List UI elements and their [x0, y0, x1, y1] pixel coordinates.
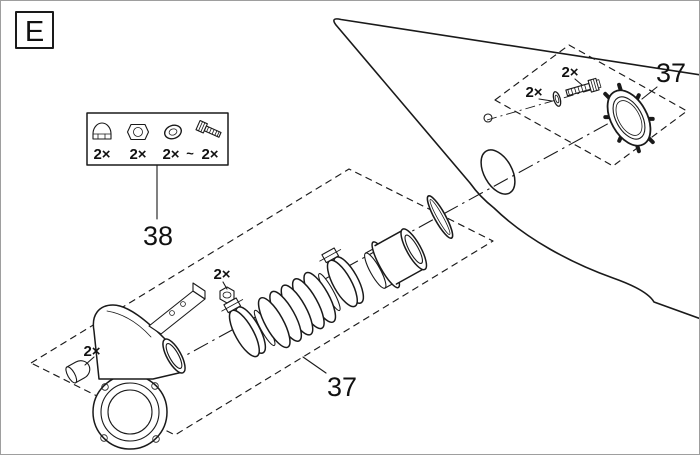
mounting-bracket	[148, 282, 206, 335]
hardware-box	[86, 112, 229, 166]
part-label-37-bottom: 37	[327, 372, 357, 402]
elbow-body	[92, 304, 184, 380]
qty-label-washer-top: 2×	[525, 84, 542, 101]
bracket-hole	[169, 310, 175, 316]
ring-assembly	[552, 77, 655, 154]
washer-icon	[164, 124, 182, 140]
qty-label-screw-top: 2×	[561, 64, 578, 81]
qty-label-cap: 2×	[83, 343, 100, 360]
qty-label-screw-kit: 2×	[201, 146, 218, 163]
hex-nut-icon	[126, 123, 150, 141]
screw-centerline	[486, 86, 602, 121]
leader-lines	[84, 78, 658, 374]
leader-qty-nut	[222, 281, 228, 290]
leader-qty-screw	[574, 78, 583, 86]
bracket-hole	[180, 301, 186, 307]
screw-icon-threads	[206, 126, 220, 137]
washer-top	[552, 91, 562, 107]
elbow-flange	[92, 374, 168, 450]
pipe-socket	[364, 228, 428, 289]
tank-panel-outline	[333, 18, 699, 320]
screw-threads	[567, 84, 587, 96]
leader-qty-washer	[538, 98, 553, 102]
variant-label: E	[25, 16, 44, 48]
tank-panel	[333, 18, 699, 320]
mounting-screw	[565, 77, 602, 97]
plug-cap	[65, 360, 91, 384]
tank-opening	[480, 149, 516, 195]
hose-clamp-1	[221, 297, 267, 358]
cap-nut-icon	[92, 122, 112, 140]
qty-label-hex-nut-kit: 2×	[129, 146, 146, 163]
leader-37-bottom	[302, 356, 327, 374]
bayonet-ring	[603, 82, 655, 154]
outlet-opening	[162, 338, 186, 374]
corrugated-hose	[253, 271, 341, 349]
elbow-body-detail	[106, 310, 152, 338]
part-label-37-top: 37	[656, 58, 686, 88]
tank-screw-hole	[483, 113, 493, 123]
flange-bolt-hole	[100, 434, 108, 442]
screw-icon	[195, 120, 222, 138]
variant-label-box: E	[15, 11, 54, 49]
flange-bolt-hole	[151, 382, 159, 390]
leader-qty-cap	[84, 356, 95, 366]
qty-label-cap-nut-kit: 2×	[93, 146, 110, 163]
leader-37-top	[641, 86, 658, 100]
part-label-38: 38	[143, 221, 173, 251]
socket-body	[375, 230, 425, 285]
qty-label-nut: 2×	[213, 266, 230, 283]
flange-bolt-hole	[101, 383, 109, 391]
detail-box-ring-assembly	[494, 44, 688, 167]
flange-bolt-hole	[152, 435, 160, 443]
o-ring	[426, 195, 454, 239]
qty-label-washer-kit: 2×	[162, 146, 179, 163]
hose-clamp-2	[319, 247, 365, 308]
qty-separator: ~	[186, 146, 194, 161]
outlet-elbow-assembly	[65, 195, 454, 450]
